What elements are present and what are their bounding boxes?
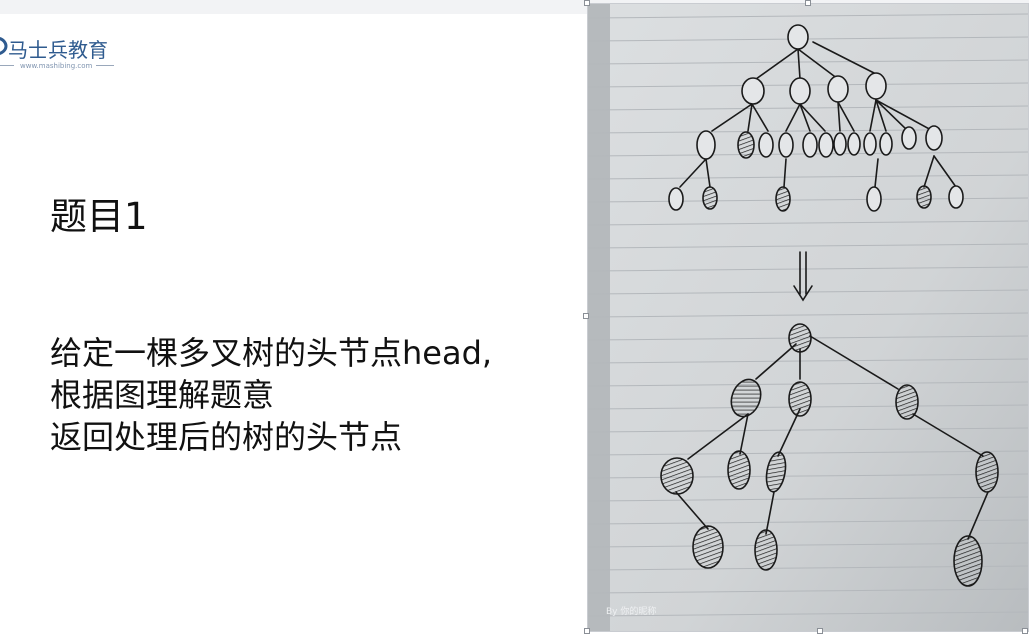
resize-handle-bottom-left[interactable] <box>584 628 590 634</box>
resize-handle-top[interactable] <box>805 0 811 6</box>
paper-rule-line <box>588 13 1028 19</box>
logo-brand-text: 马士兵教育 <box>8 38 108 62</box>
resize-handle-bottom[interactable] <box>817 628 823 634</box>
paper-rule-line <box>588 611 1028 617</box>
paper-rule-line <box>588 59 1028 65</box>
paper-rule-line <box>588 496 1028 502</box>
tree-sketch-drawing <box>588 4 1028 631</box>
brand-logo: 马士兵教育 www.mashibing.com <box>0 22 140 74</box>
description-line-1: 给定一棵多叉树的头节点head, <box>50 334 493 372</box>
logo-url: www.mashibing.com <box>20 62 93 70</box>
paper-rule-line <box>588 243 1028 249</box>
problem-description: 给定一棵多叉树的头节点head, 根据图理解题意 返回处理后的树的头节点 <box>50 332 492 458</box>
logo-mark-icon <box>0 37 8 55</box>
paper-rule-line <box>588 266 1028 272</box>
description-line-2: 根据图理解题意 <box>50 376 275 414</box>
paper-rule-line <box>588 128 1028 134</box>
logo-divider-right <box>96 65 114 66</box>
paper-rule-line <box>588 358 1028 364</box>
paper-rule-line <box>588 588 1028 594</box>
paper-rule-line <box>588 450 1028 456</box>
photo-watermark: By 你的昵称 <box>606 607 657 617</box>
paper-rule-line <box>588 105 1028 111</box>
paper-rule-line <box>588 220 1028 226</box>
paper-rule-line <box>588 381 1028 387</box>
paper-rule-line <box>588 542 1028 548</box>
resize-handle-bottom-right[interactable] <box>1022 628 1028 634</box>
paper-rule-line <box>588 36 1028 42</box>
paper-rule-line <box>588 519 1028 525</box>
resize-handle-top-left[interactable] <box>584 0 590 6</box>
tree-sketch-photo[interactable]: By 你的昵称 <box>587 3 1029 632</box>
paper-rule-line <box>588 312 1028 318</box>
paper-rule-line <box>588 174 1028 180</box>
paper-rule-line <box>588 427 1028 433</box>
logo-divider-left <box>0 65 14 66</box>
slide-heading: 题目1 <box>50 195 148 238</box>
resize-handle-left[interactable] <box>583 313 589 319</box>
description-line-3: 返回处理后的树的头节点 <box>50 418 403 456</box>
